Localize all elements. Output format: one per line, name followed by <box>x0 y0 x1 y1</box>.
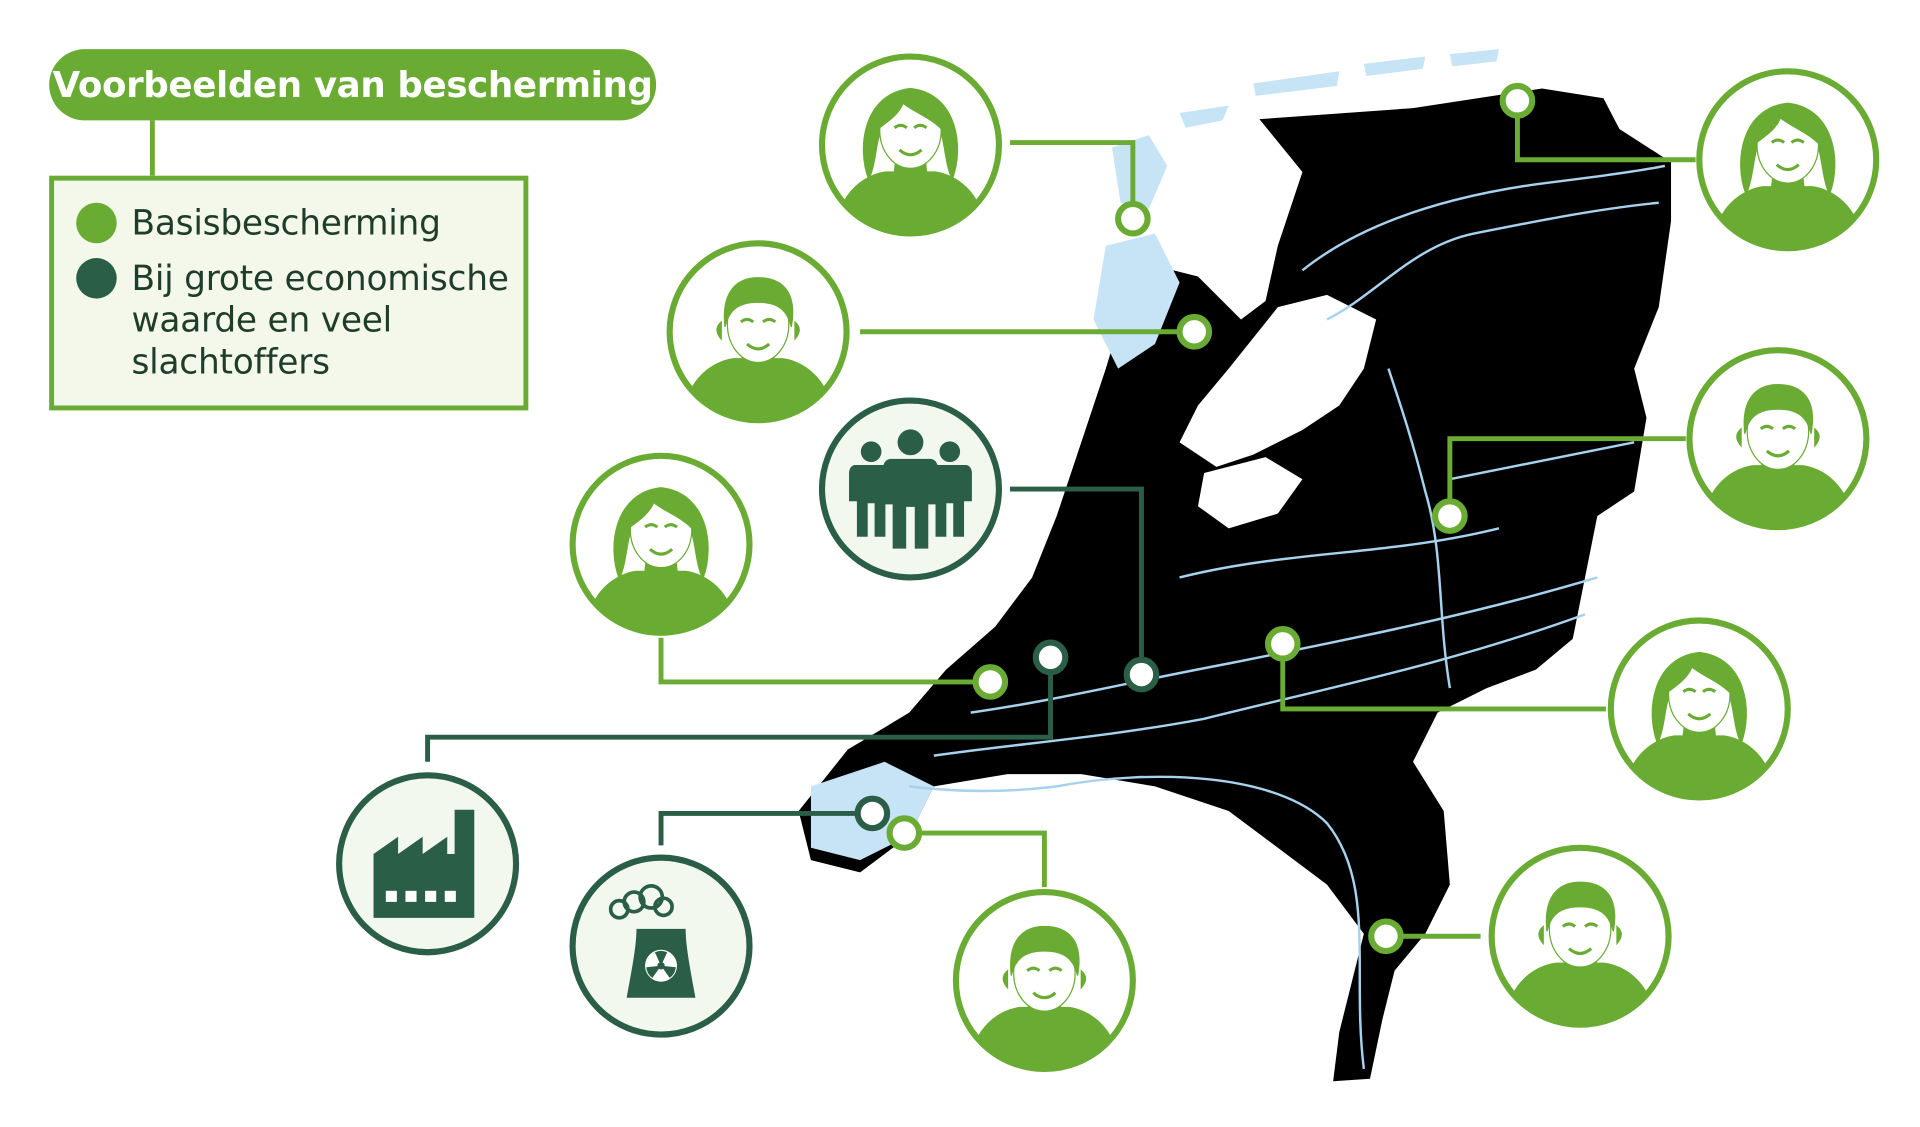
connector-line <box>1514 100 1696 163</box>
legend: Basisbescherming Bij grote economische w… <box>49 175 529 411</box>
legend-dot-basic <box>76 202 117 244</box>
legend-label-high: Bij grote economische waarde en veel sla… <box>131 258 509 383</box>
river-maas <box>909 775 1366 1070</box>
canal-frisian <box>1326 201 1659 321</box>
connector-line <box>658 810 873 846</box>
location-pins <box>854 82 1536 955</box>
marker-woman <box>569 452 753 636</box>
marker-man <box>952 888 1136 1073</box>
factory-icon <box>373 809 475 918</box>
legend-dot-high <box>76 258 117 299</box>
location-pin-basic <box>1176 313 1213 350</box>
page-title: Voorbeelden van bescherming <box>52 63 653 106</box>
marker-woman <box>1607 617 1791 801</box>
marker-woman <box>1696 68 1880 252</box>
lake-ijsselmeer <box>1179 294 1377 467</box>
marker-group-of-people <box>818 397 1003 581</box>
marker-factory <box>336 772 520 956</box>
connector-line <box>425 658 1053 762</box>
marker-man <box>1488 844 1672 1028</box>
location-pin-basic <box>886 815 923 851</box>
connector-line <box>904 830 1047 888</box>
river-waal <box>933 613 1586 757</box>
island-terschelling <box>1253 71 1340 96</box>
canal-north <box>1301 164 1666 272</box>
island-schiermonnikoog <box>1449 49 1500 67</box>
location-pin-basic <box>1368 918 1404 955</box>
marker-man <box>1686 347 1870 531</box>
markers <box>336 53 1880 1073</box>
nuclear-plant-icon <box>608 884 696 998</box>
legend-item-basic: Basisbescherming <box>76 202 441 245</box>
land-shape <box>798 88 1672 1082</box>
location-pin-high <box>1123 656 1160 693</box>
legend-connector <box>149 120 155 176</box>
location-pin-high <box>854 795 891 832</box>
location-pin-basic <box>972 664 1009 700</box>
river-vecht <box>1449 441 1635 481</box>
island-ameland <box>1363 56 1426 77</box>
connector-line <box>1447 436 1686 514</box>
location-pin-basic <box>1432 498 1468 534</box>
connector-line <box>658 637 991 685</box>
canal-central <box>1179 527 1500 579</box>
marker-woman <box>818 53 1003 237</box>
legend-item-high: Bij grote economische waarde en veel sla… <box>76 258 512 383</box>
marker-man <box>666 240 850 424</box>
connector-lines <box>425 100 1696 939</box>
title-pill: Voorbeelden van bescherming <box>49 49 657 121</box>
north-holland-peninsula <box>1093 233 1180 369</box>
river-ijssel <box>1387 368 1452 689</box>
connector-line <box>1009 140 1136 216</box>
island-texel <box>1111 135 1168 209</box>
river-rhine <box>970 576 1598 714</box>
legend-label-basic: Basisbescherming <box>131 202 441 244</box>
lake-markermeer <box>1197 457 1303 529</box>
island-vlieland <box>1179 105 1229 128</box>
connector-line <box>1280 645 1606 712</box>
location-pin-basic <box>1499 82 1536 119</box>
location-pin-basic <box>1264 626 1301 662</box>
connector-line <box>1009 486 1144 674</box>
group-of-people-icon <box>849 429 972 549</box>
location-pin-basic <box>1115 200 1151 237</box>
marker-nuclear-plant <box>569 854 753 1038</box>
location-pin-high <box>1032 639 1069 676</box>
